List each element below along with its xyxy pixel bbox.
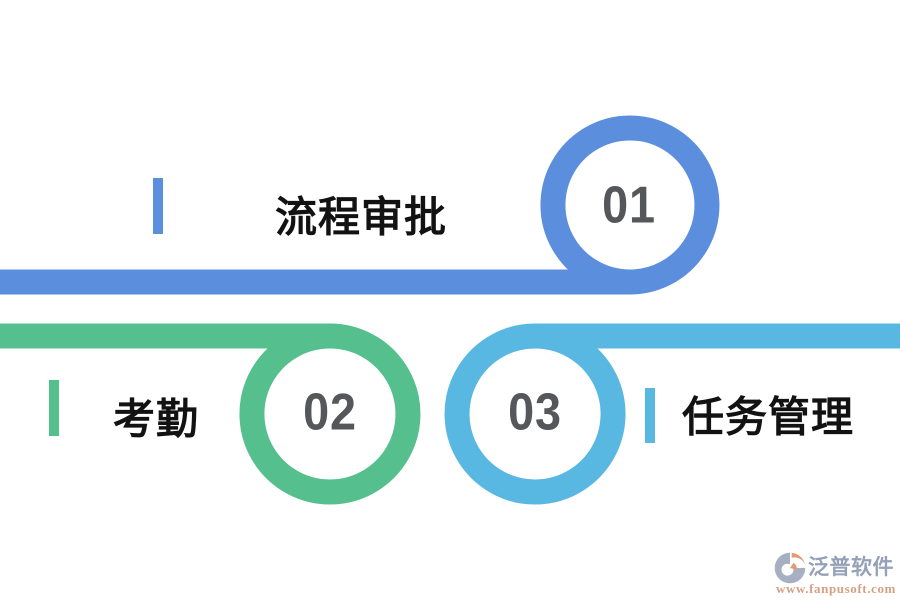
watermark-url: www.fanpusoft.com <box>776 581 896 596</box>
fanpu-logo-icon <box>774 552 806 584</box>
step-number-3: 03 <box>508 383 562 442</box>
step-number-1: 01 <box>602 176 656 235</box>
step-label-task-management: 任务管理 <box>681 393 855 441</box>
watermark: 泛普软件 www.fanpusoft.com <box>772 551 898 597</box>
label-tick-step3 <box>645 388 655 443</box>
step-label-process-approval: 流程审批 <box>274 193 448 241</box>
step-label-attendance: 考勤 <box>112 395 200 443</box>
step-number-2: 02 <box>303 383 357 442</box>
loop-path-step2 <box>0 323 421 505</box>
label-tick-step2 <box>49 380 59 436</box>
watermark-brand: 泛普软件 <box>808 556 894 579</box>
loop-path-step3 <box>444 323 900 505</box>
loop-path-step1 <box>0 115 720 295</box>
label-tick-step1 <box>153 178 163 234</box>
